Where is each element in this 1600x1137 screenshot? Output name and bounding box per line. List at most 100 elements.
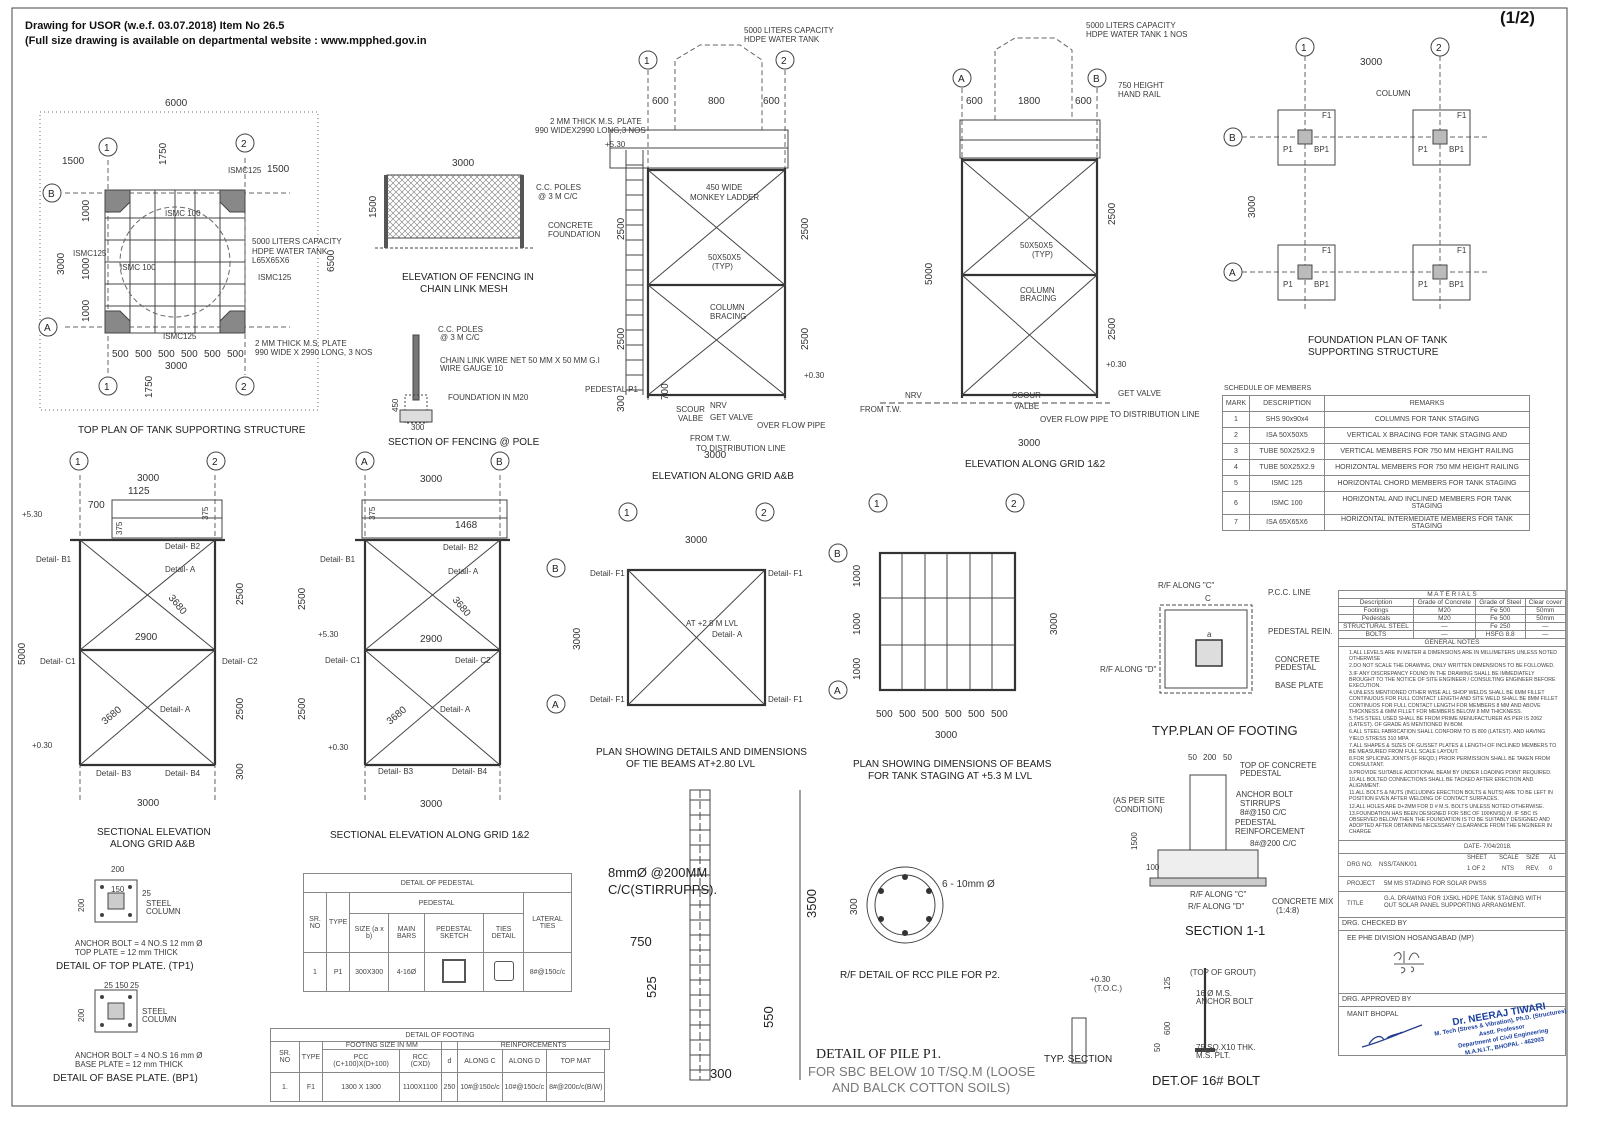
label: Detail- F1	[590, 695, 625, 704]
label: CONCRETE	[548, 221, 593, 230]
label: C.C. POLES	[438, 325, 483, 334]
label: 3680	[100, 704, 124, 727]
label: 750 HEIGHT	[1118, 81, 1164, 90]
label: DETAIL OF PEDESTAL	[303, 873, 572, 893]
label: NRV	[905, 391, 922, 400]
view-title: ALONG GRID A&B	[110, 839, 195, 850]
label: B	[552, 564, 559, 575]
label: Grade of Steel	[1474, 598, 1526, 607]
sheet-border	[11, 7, 1568, 1107]
grid-bubble: B	[490, 451, 510, 471]
label: COLUMN	[146, 907, 181, 916]
dimension: 1500	[267, 164, 290, 175]
label: R/F ALONG "D"	[1100, 665, 1157, 674]
label: BRACING	[710, 312, 746, 321]
label: TOP MAT	[546, 1049, 606, 1073]
label: EE PHE DIVISION HOSANGABAD (MP)	[1347, 934, 1474, 942]
typical-section-detail: +0.30(T.O.C.) TYP. SECTION	[1044, 975, 1122, 1065]
label: R/F ALONG "D"	[1188, 902, 1245, 911]
label: 2500	[235, 697, 246, 720]
label: P1	[1283, 145, 1293, 154]
label: 450	[391, 398, 400, 412]
label: TYPE	[325, 892, 351, 953]
label: Detail- F1	[768, 569, 803, 578]
label: +5.30	[22, 510, 43, 519]
label: +0.30	[32, 741, 53, 750]
label: 2	[761, 508, 767, 519]
label: —	[1524, 630, 1567, 639]
label: PEDESTAL REIN.	[1268, 627, 1332, 636]
label: 1	[1222, 411, 1250, 428]
label: 500	[158, 349, 175, 360]
view-title: PLAN SHOWING DETAILS AND DIMENSIONS	[596, 747, 807, 758]
label: STEEL	[146, 899, 172, 908]
label: HDPE WATER TANK	[252, 247, 328, 256]
label: 2500	[235, 582, 246, 605]
label: P1	[325, 952, 351, 992]
label: 3680	[166, 593, 189, 617]
label: 1300 X 1300	[322, 1072, 401, 1102]
label: COLUMN	[710, 303, 745, 312]
label: B	[1093, 74, 1100, 85]
label: +0.30	[1106, 360, 1127, 369]
view-title: DETAIL OF PILE P1.	[816, 1047, 941, 1062]
label: ISA 50X50X5	[1249, 427, 1325, 444]
label: DETAIL OF FOOTING	[270, 1028, 610, 1042]
label: PEDESTAL	[1240, 769, 1282, 778]
grid-bubble: 1	[69, 451, 89, 471]
label: C	[1205, 594, 1211, 603]
label: 25	[142, 889, 151, 898]
label: BOLTS	[1338, 630, 1414, 639]
label: 3000	[137, 798, 160, 809]
label: ISMC125	[258, 273, 292, 282]
header-line-1: Drawing for USOR (w.e.f. 03.07.2018) Ite…	[25, 20, 285, 32]
label: F1	[298, 1072, 324, 1102]
label: BRACING	[1020, 294, 1056, 303]
grid-bubble: 1	[1295, 37, 1315, 57]
label: AND BALCK COTTON SOILS)	[832, 1080, 1010, 1095]
label: F1	[1322, 111, 1332, 120]
label: 500	[135, 349, 152, 360]
label: 2	[241, 139, 247, 150]
label: FOOTING SIZE IN MM	[322, 1041, 442, 1050]
dimension: 3000	[165, 361, 188, 372]
label: C.C. POLES	[536, 183, 581, 192]
label: 990 WIDEX2990 LONG,3 NOS	[535, 126, 646, 135]
label: 5.THS STEEL USED SHALL BE FROM PRIME MEN…	[1349, 716, 1543, 729]
grid-bubble: 1	[638, 50, 658, 70]
label: 2.DO NOT SCALE THE DRAWING, ONLY WRITTEN…	[1349, 663, 1555, 670]
label: COLUMN	[1020, 286, 1055, 295]
dimension: 3000	[56, 252, 67, 275]
label: 2 MM THICK M.S. PLATE	[255, 339, 347, 348]
table-row: BOLTS—HSFG 8.8—	[1338, 630, 1567, 639]
label: DRG NO.	[1347, 861, 1373, 868]
label: 50X50X5	[1020, 241, 1053, 250]
sheet-number: (1/2)	[1500, 8, 1535, 27]
label: 3000	[420, 799, 443, 810]
label: 50	[1223, 753, 1232, 762]
label: Detail- A	[448, 567, 479, 576]
label: 500	[181, 349, 198, 360]
label: 2	[1011, 499, 1017, 510]
label: 3000	[1247, 195, 1258, 218]
label: M20	[1412, 606, 1476, 615]
label: 1.	[270, 1072, 300, 1102]
dimension: 1000	[81, 257, 92, 280]
label: @ 3 M C/C	[440, 333, 480, 342]
label: 800	[708, 96, 725, 107]
label: 11.ALL BOLTS & NUTS (INCLUDING ERECTION …	[1349, 790, 1553, 803]
label: DESCRIPTION	[1249, 395, 1325, 412]
label: 300	[710, 1066, 732, 1081]
label: TOP OF CONCRETE	[1240, 761, 1317, 770]
label: PCC (C+100)X(D+100)	[322, 1049, 401, 1073]
label: B	[496, 457, 503, 468]
label: M20	[1412, 614, 1476, 623]
label: (TYP)	[1032, 250, 1053, 259]
